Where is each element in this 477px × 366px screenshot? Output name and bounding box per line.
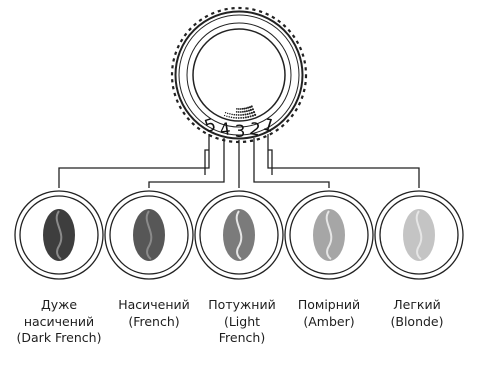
- strength-dot: [233, 113, 236, 116]
- strength-dot: [237, 111, 240, 113]
- strength-dot: [246, 113, 249, 116]
- strength-dot: [226, 115, 228, 118]
- roast-bean-blonde: [374, 190, 464, 280]
- strength-dot: [230, 116, 233, 119]
- strength-dot: [251, 114, 254, 117]
- strength-dot: [244, 116, 247, 119]
- strength-dot: [235, 117, 238, 119]
- leader-lines: [58, 134, 420, 188]
- strength-dot: [243, 107, 246, 110]
- roast-bean-dark-french: [14, 190, 104, 280]
- strength-dot: [228, 116, 230, 118]
- strength-dot: [241, 110, 244, 113]
- roast-caption-light-french: Потужний (Light French): [192, 297, 292, 347]
- roast-caption-line: (Blonde): [390, 313, 444, 329]
- dial-number-4: 4: [218, 119, 232, 140]
- roast-caption-french: Насичений (French): [104, 297, 204, 330]
- roast-caption-amber: Помірний (Amber): [279, 297, 379, 330]
- strength-dot: [245, 107, 248, 110]
- strength-dot: [249, 108, 252, 112]
- strength-dot: [236, 108, 238, 110]
- strength-dot: [247, 109, 251, 112]
- leader-line-5: [58, 134, 210, 188]
- strength-dot: [250, 111, 253, 114]
- roast-bean-amber: [284, 190, 374, 280]
- strength-dot-arc: [223, 105, 257, 119]
- leader-bracket: [204, 149, 273, 175]
- roast-caption-blonde: Легкий (Blonde): [367, 297, 467, 330]
- strength-dot: [237, 114, 240, 116]
- roast-caption-line: насичений: [23, 313, 95, 329]
- strength-dot: [240, 114, 242, 116]
- strength-dot: [248, 112, 251, 115]
- strength-dot: [237, 108, 240, 110]
- strength-dot: [250, 105, 253, 108]
- roast-caption-line: Легкий: [393, 297, 441, 312]
- strength-dot: [245, 110, 248, 113]
- roast-bean-french: [104, 190, 194, 280]
- strength-dot: [248, 106, 252, 109]
- strength-dot: [252, 111, 256, 114]
- leader-line-2: [253, 138, 330, 188]
- strength-dot: [226, 112, 229, 115]
- strength-dot: [229, 113, 231, 115]
- leader-line-4: [148, 138, 225, 188]
- roast-bean-light-french: [194, 190, 284, 280]
- dial-number-2: 2: [248, 119, 262, 140]
- strength-dot: [235, 114, 238, 116]
- strength-dot: [242, 113, 245, 116]
- roast-caption-dark-french: Дуже насичений (Dark French): [9, 297, 109, 347]
- roast-caption-line: Потужний: [208, 297, 276, 312]
- strength-dot: [251, 108, 254, 111]
- strength-dot: [247, 116, 250, 118]
- strength-dot: [254, 113, 257, 116]
- dial-number-3: 3: [235, 122, 246, 142]
- roast-caption-line: French): [218, 330, 266, 345]
- strength-dot: [233, 116, 235, 119]
- strength-dot: [224, 112, 227, 114]
- strength-dot: [244, 113, 247, 116]
- leader-line-1: [267, 134, 420, 188]
- roast-caption-line: (French): [128, 313, 180, 329]
- strength-dot: [240, 117, 243, 119]
- strength-dot: [235, 111, 238, 113]
- strength-dot: [249, 115, 252, 118]
- roast-caption-line: Дуже: [40, 297, 78, 312]
- strength-dot: [239, 108, 242, 110]
- strength-dot: [239, 111, 242, 113]
- roast-caption-line: Насичений: [118, 297, 190, 312]
- strength-dot: [223, 114, 226, 117]
- strength-dot: [243, 110, 246, 113]
- roast-beans: [14, 190, 464, 280]
- dial-knob: 5 4 3 2 1: [170, 6, 308, 144]
- strength-dot: [237, 117, 240, 119]
- strength-dot: [247, 106, 250, 109]
- roast-caption-line: Помірний: [297, 297, 361, 312]
- roast-caption-line: (Dark French): [16, 330, 102, 345]
- strength-dot: [231, 113, 233, 116]
- roast-caption-line: (Amber): [303, 313, 355, 329]
- strength-dot: [241, 107, 244, 110]
- strength-dot: [242, 116, 245, 119]
- roast-caption-line: (Light: [223, 313, 261, 329]
